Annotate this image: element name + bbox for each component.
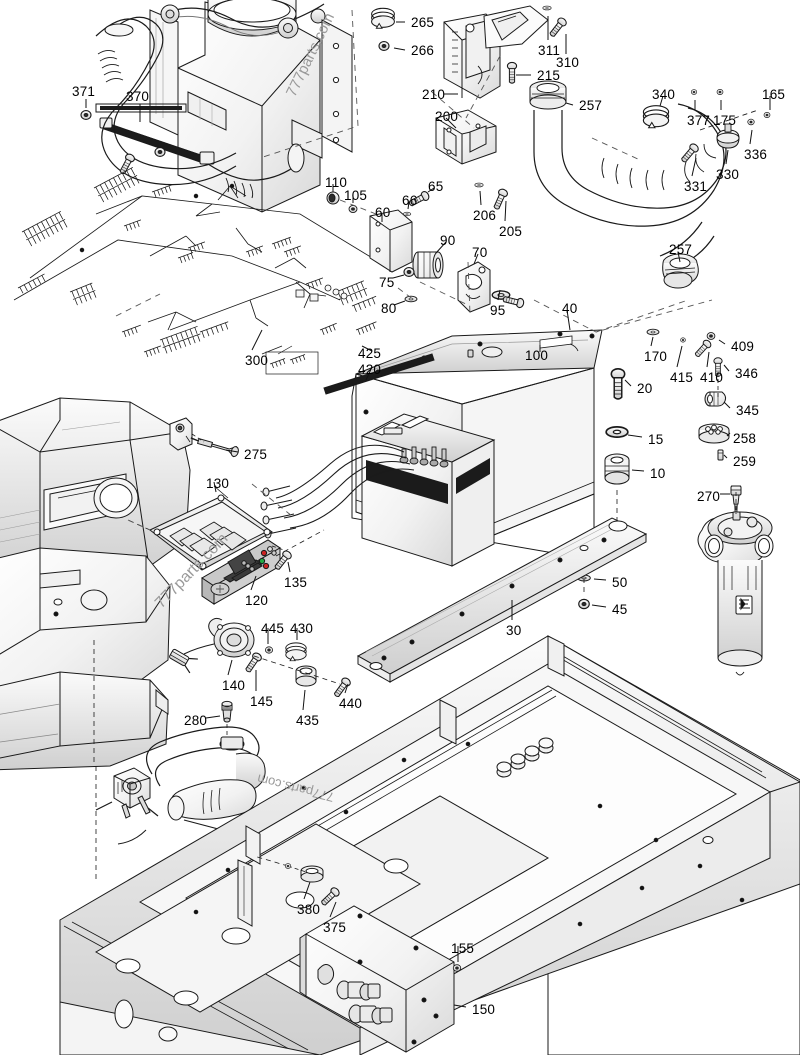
callout-331: 331: [684, 179, 708, 194]
callout-105: 105: [344, 188, 368, 203]
callout-345: 345: [736, 403, 760, 418]
callout-370: 370: [126, 89, 150, 104]
callout-110: 110: [325, 175, 348, 190]
callout-310: 310: [556, 55, 580, 70]
callout-205: 205: [499, 224, 523, 239]
callout-415: 415: [670, 370, 694, 385]
callout-140: 140: [222, 678, 246, 693]
callout-120: 120: [245, 593, 269, 608]
callout-265: 265: [411, 15, 435, 30]
callout-95: 95: [490, 303, 506, 318]
callout-270: 270: [697, 489, 721, 504]
callout-275: 275: [244, 447, 268, 462]
callout-45: 45: [612, 602, 628, 617]
callout-210: 210: [422, 87, 446, 102]
callout-280: 280: [184, 713, 208, 728]
callout-440: 440: [339, 696, 363, 711]
callout-200: 200: [435, 109, 459, 124]
callout-80: 80: [381, 301, 397, 316]
callout-60: 60: [375, 205, 391, 220]
callout-130: 130: [206, 476, 230, 491]
callout-155: 155: [451, 941, 475, 956]
callout-20: 20: [637, 381, 653, 396]
callout-75: 75: [379, 275, 395, 290]
callout-259: 259: [733, 454, 757, 469]
callout-206: 206: [473, 208, 497, 223]
callout-371: 371: [72, 84, 96, 99]
callout-435: 435: [296, 713, 320, 728]
callout-300: 300: [245, 353, 269, 368]
callout-40: 40: [562, 301, 578, 316]
callout-257-lower: 257: [669, 242, 693, 257]
callout-215: 215: [537, 68, 561, 83]
callout-30: 30: [506, 623, 522, 638]
callout-409: 409: [731, 339, 755, 354]
callout-135: 135: [284, 575, 308, 590]
callout-410: 410: [700, 370, 724, 385]
callout-70: 70: [472, 245, 488, 260]
callout-170: 170: [644, 349, 668, 364]
callout-66: 66: [402, 193, 418, 208]
callout-330: 330: [716, 167, 740, 182]
callout-266: 266: [411, 43, 435, 58]
callout-165: 165: [762, 87, 786, 102]
callout-375: 375: [323, 920, 347, 935]
callout-340: 340: [652, 87, 676, 102]
callout-150: 150: [472, 1002, 496, 1017]
callout-311: 311: [538, 43, 561, 58]
callout-175: 175: [713, 113, 737, 128]
callout-100: 100: [525, 348, 549, 363]
callout-258: 258: [733, 431, 757, 446]
callout-257-upper: 257: [579, 98, 603, 113]
callout-90: 90: [440, 233, 456, 248]
callout-336: 336: [744, 147, 768, 162]
callout-145: 145: [250, 694, 274, 709]
callout-425: 425: [358, 346, 382, 361]
callout-420: 420: [358, 362, 382, 377]
callout-15: 15: [648, 432, 664, 447]
callout-10: 10: [650, 466, 666, 481]
callout-377: 377: [687, 113, 711, 128]
callout-445: 445: [261, 621, 285, 636]
callout-380: 380: [297, 902, 321, 917]
callout-65: 65: [428, 179, 444, 194]
callout-346: 346: [735, 366, 759, 381]
callout-50: 50: [612, 575, 628, 590]
callout-430: 430: [290, 621, 314, 636]
